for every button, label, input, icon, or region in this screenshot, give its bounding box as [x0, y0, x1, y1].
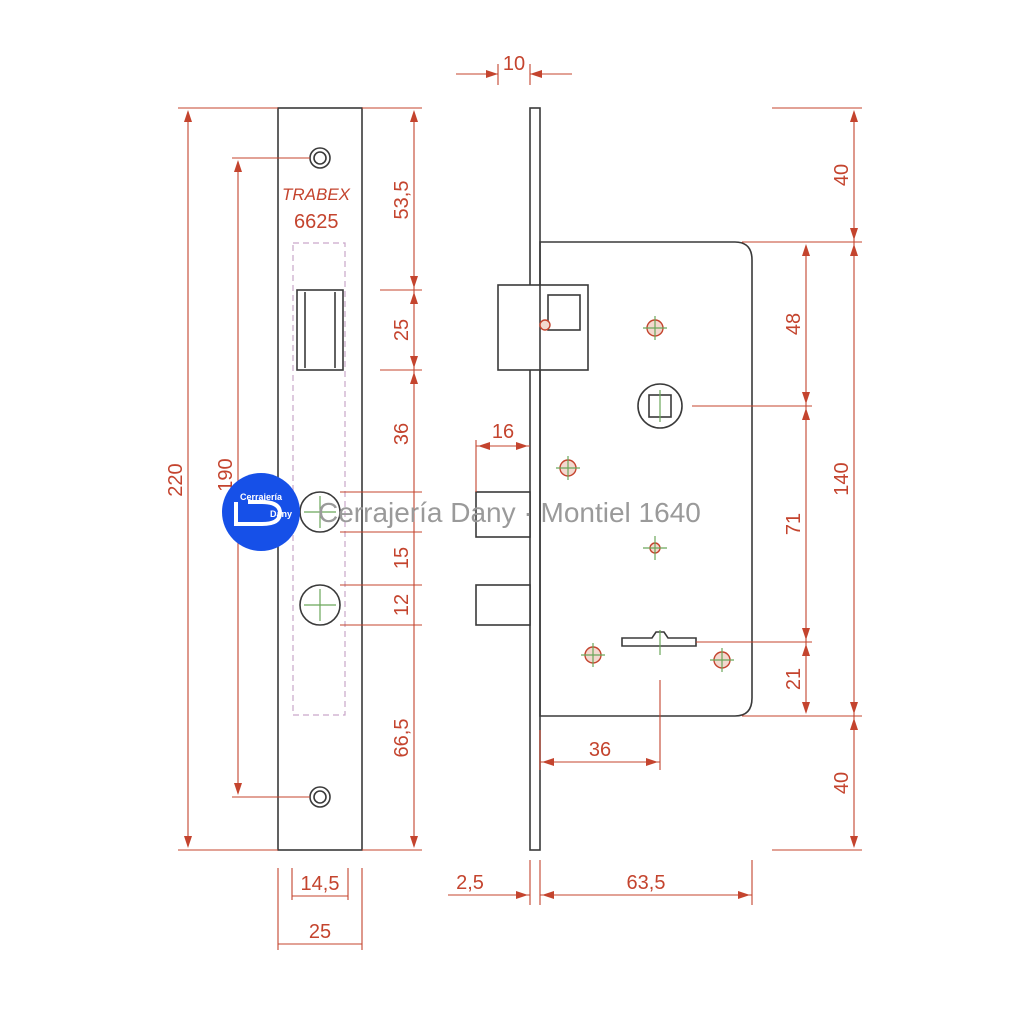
- dim-15: 15: [391, 547, 413, 569]
- model-label: 6625: [294, 211, 339, 233]
- dim-10: 10: [503, 53, 525, 75]
- watermark: Cerrajería Dany Cerrajería Dany · Montie…: [222, 473, 701, 551]
- brand-label: TRABEX: [282, 185, 351, 204]
- dim-2-5: 2,5: [456, 872, 484, 894]
- bottom-screw-hole-inner: [313, 790, 327, 804]
- cylinder-hole: [299, 584, 341, 626]
- dim-16: 16: [492, 421, 514, 443]
- dim-48: 48: [783, 313, 805, 335]
- dim-220: 220: [165, 463, 187, 496]
- latch-opening: [296, 289, 344, 371]
- dim-12: 12: [391, 594, 413, 616]
- dim-36: 36: [391, 423, 413, 445]
- case-outline-dashed: [292, 242, 346, 716]
- dim-25-width: 25: [309, 921, 331, 943]
- watermark-text: Cerrajería Dany · Montiel 1640: [318, 497, 701, 528]
- dim-14-5: 14,5: [301, 873, 340, 895]
- upper-bolt: [475, 491, 531, 538]
- side-faceplate: [529, 107, 541, 851]
- dim-190: 190: [215, 458, 237, 491]
- dim-53-5: 53,5: [391, 181, 413, 220]
- dim-40-top: 40: [831, 164, 853, 186]
- top-screw-hole-inner: [313, 151, 327, 165]
- watermark-badge: [222, 473, 300, 551]
- front-view: TRABEX 6625: [277, 107, 363, 851]
- front-dimensions: 220 190 53,5 25 36 15 12 66,5: [165, 107, 422, 950]
- dim-40-bottom: 40: [831, 772, 853, 794]
- keyhole: [621, 631, 697, 647]
- faceplate-outline: [277, 107, 363, 851]
- badge-top-text: Cerrajería: [240, 492, 283, 502]
- dim-63-5: 63,5: [627, 872, 666, 894]
- dim-25-latch: 25: [391, 319, 413, 341]
- side-dimensions: 10 16 40 140 40 48 71 21: [448, 53, 862, 905]
- side-view: [475, 107, 753, 851]
- dim-36-key: 36: [589, 739, 611, 761]
- dim-140: 140: [831, 462, 853, 495]
- badge-logo-icon: [234, 500, 283, 526]
- rivets: [556, 316, 734, 672]
- dim-21: 21: [783, 668, 805, 690]
- dim-71: 71: [783, 513, 805, 535]
- lower-bolt: [475, 584, 531, 626]
- badge-bottom-text: Dany: [270, 509, 292, 519]
- lock-case: [539, 241, 753, 717]
- dim-66-5: 66,5: [391, 719, 413, 758]
